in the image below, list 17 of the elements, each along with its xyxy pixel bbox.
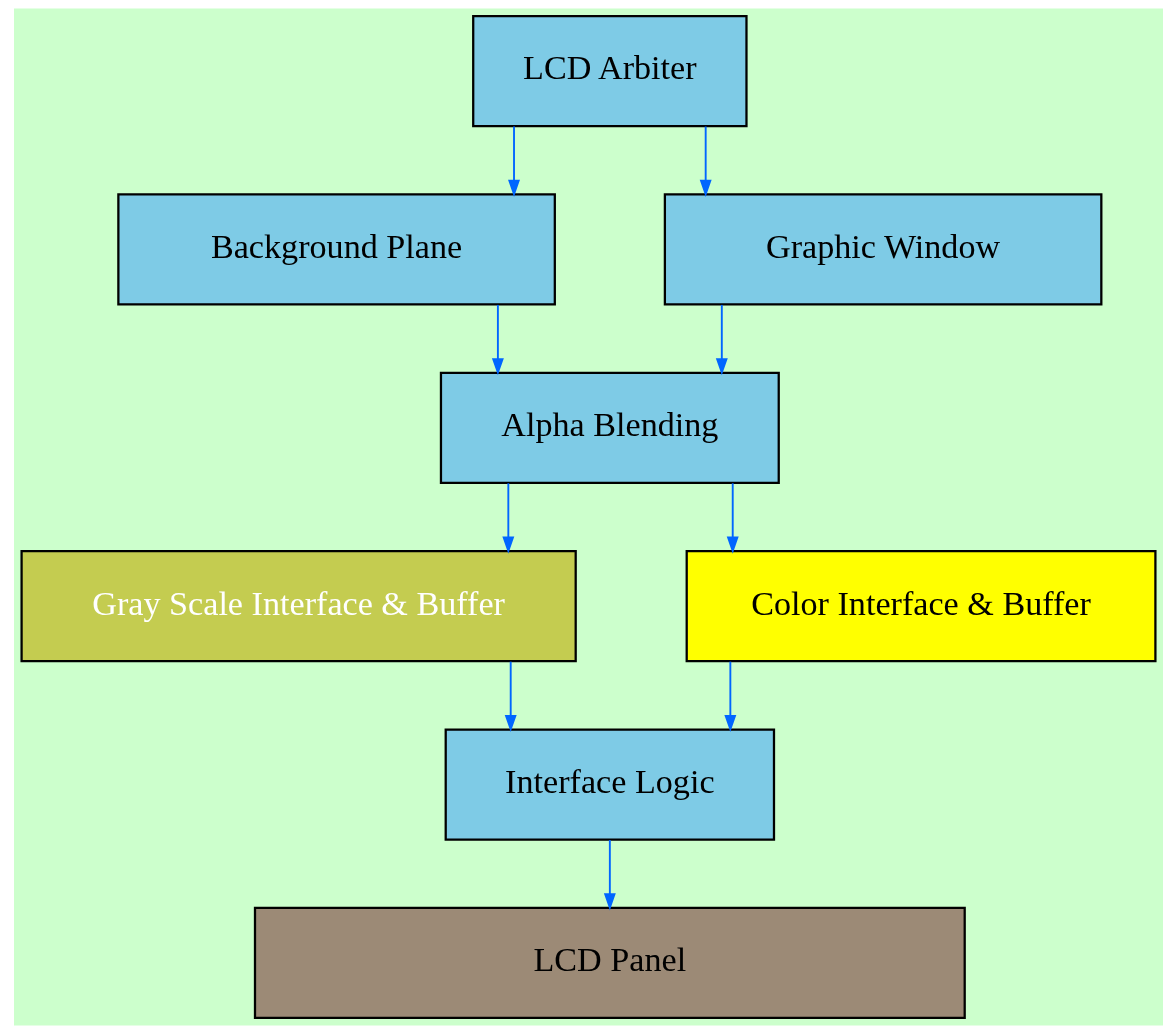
- node-box: Interface Logic: [444, 728, 775, 841]
- arrow: [715, 303, 728, 376]
- arrow: [726, 482, 739, 554]
- node-box: Background Plane: [116, 193, 556, 306]
- arrow: [507, 125, 520, 197]
- node-box: LCD Arbiter: [471, 14, 748, 128]
- node-box: Graphic Window: [663, 193, 1102, 306]
- arrow: [504, 660, 517, 732]
- arrow: [603, 839, 616, 911]
- arrow: [501, 482, 514, 554]
- arrow: [699, 125, 712, 197]
- arrow: [723, 660, 736, 732]
- node-box: LCD Panel: [253, 906, 966, 1020]
- arrow: [491, 303, 504, 376]
- node-box: Color Interface & Buffer: [685, 550, 1157, 663]
- node-box: Alpha Blending: [439, 371, 780, 484]
- node-box: Gray Scale Interface & Buffer: [19, 550, 577, 663]
